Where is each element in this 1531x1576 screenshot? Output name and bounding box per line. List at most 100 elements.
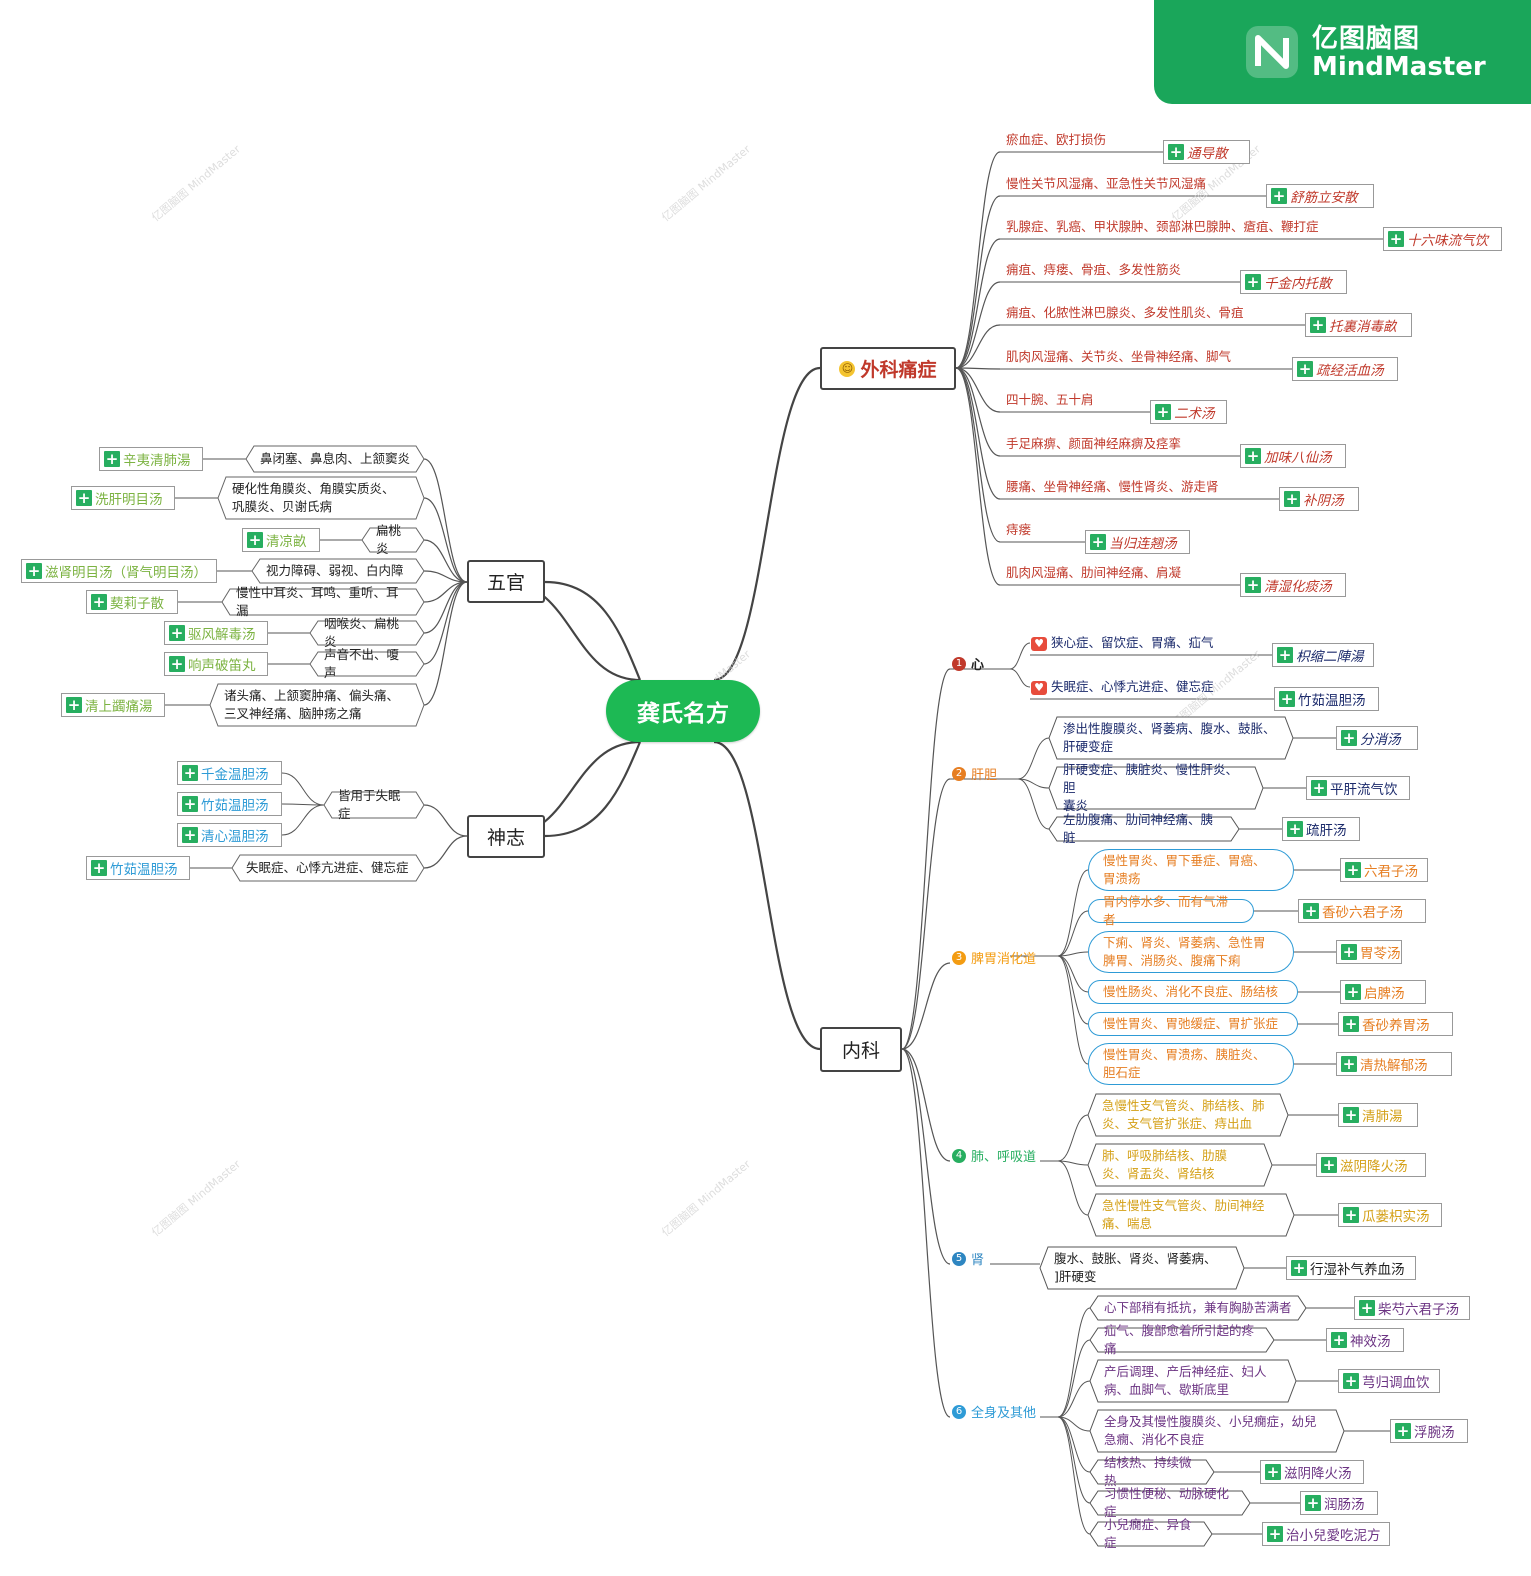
wuguan-condition[interactable]: 咽喉炎、扁桃炎	[309, 616, 425, 649]
prescription-waike[interactable]: +十六味流气饮	[1383, 227, 1502, 251]
expand-plus-icon[interactable]: +	[1279, 690, 1295, 708]
prescription-wuguan[interactable]: +清上蠲痛湯	[61, 693, 165, 717]
shenzhi-condition[interactable]: 失眠症、心悸亢进症、健忘症	[231, 854, 425, 882]
prescription-neike[interactable]: +香砂六君子汤	[1298, 899, 1426, 923]
expand-plus-icon[interactable]: +	[104, 450, 120, 468]
prescription-waike[interactable]: +舒筋立安散	[1266, 184, 1374, 208]
expand-plus-icon[interactable]: +	[1343, 1015, 1359, 1033]
prescription-neike[interactable]: +疏肝汤	[1282, 817, 1360, 841]
prescription-waike[interactable]: +疏经活血汤	[1292, 357, 1398, 381]
quanshen-condition[interactable]: 产后调理、产后神经症、妇人病、血脚气、歇斯底里	[1089, 1359, 1297, 1403]
expand-plus-icon[interactable]: +	[1310, 316, 1326, 334]
expand-plus-icon[interactable]: +	[1245, 576, 1261, 594]
prescription-neike[interactable]: +启脾汤	[1340, 980, 1426, 1004]
quanshen-condition[interactable]: 习惯性便秘、动脉硬化症	[1089, 1486, 1251, 1519]
prescription-shenzhi[interactable]: +清心温胆汤	[177, 823, 282, 847]
expand-plus-icon[interactable]: +	[1277, 646, 1293, 664]
expand-plus-icon[interactable]: +	[1155, 403, 1171, 421]
wuguan-condition[interactable]: 视力障碍、弱视、白内障	[251, 558, 425, 584]
prescription-neike[interactable]: +神效汤	[1326, 1328, 1404, 1352]
expand-plus-icon[interactable]: +	[169, 624, 185, 642]
expand-plus-icon[interactable]: +	[1331, 1331, 1347, 1349]
topic-waike[interactable]: ☺ 外科痛症	[820, 347, 956, 390]
quanshen-condition[interactable]: 心下部稍有抵抗，兼有胸胁苦满者	[1089, 1295, 1307, 1321]
piwei-condition[interactable]: 慢性胃炎、胃溃疡、胰脏炎、胆石症	[1088, 1043, 1294, 1085]
expand-plus-icon[interactable]: +	[1359, 1299, 1375, 1317]
expand-plus-icon[interactable]: +	[182, 826, 198, 844]
expand-plus-icon[interactable]: +	[1345, 983, 1361, 1001]
expand-plus-icon[interactable]: +	[1343, 1206, 1359, 1224]
expand-plus-icon[interactable]: +	[1287, 820, 1303, 838]
prescription-waike[interactable]: +补阴汤	[1279, 487, 1359, 511]
prescription-waike[interactable]: +通导散	[1163, 140, 1250, 164]
wuguan-condition[interactable]: 慢性中耳炎、耳鸣、重听、耳漏	[221, 585, 425, 618]
prescription-wuguan[interactable]: +响声破笛丸	[164, 652, 268, 676]
wuguan-condition[interactable]: 扁桃炎	[361, 523, 425, 556]
prescription-waike[interactable]: +当归连翘汤	[1085, 530, 1190, 554]
prescription-neike[interactable]: +滋阴降火汤	[1260, 1460, 1364, 1484]
expand-plus-icon[interactable]: +	[76, 489, 92, 507]
expand-plus-icon[interactable]: +	[1343, 1106, 1359, 1124]
expand-plus-icon[interactable]: +	[1395, 1422, 1411, 1440]
prescription-neike[interactable]: +瓜蒌枳实汤	[1338, 1203, 1442, 1227]
wuguan-condition[interactable]: 硬化性角膜炎、角膜实质炎、巩膜炎、贝谢氏病	[217, 476, 425, 520]
prescription-waike[interactable]: +清湿化痰汤	[1240, 573, 1346, 597]
expand-plus-icon[interactable]: +	[1297, 360, 1313, 378]
expand-plus-icon[interactable]: +	[1388, 230, 1404, 248]
expand-plus-icon[interactable]: +	[182, 795, 198, 813]
prescription-wuguan[interactable]: +驱风解毒汤	[164, 621, 268, 645]
expand-plus-icon[interactable]: +	[26, 562, 42, 580]
gandan-condition[interactable]: 肝硬变症、胰脏炎、慢性肝炎、胆囊炎	[1048, 762, 1264, 813]
expand-plus-icon[interactable]: +	[247, 531, 263, 549]
topic-shenzhi[interactable]: 神志	[467, 815, 545, 858]
prescription-wuguan[interactable]: +辛夷清肺湯	[99, 447, 203, 471]
prescription-neike[interactable]: +香砂养胃汤	[1338, 1012, 1453, 1036]
expand-plus-icon[interactable]: +	[91, 593, 107, 611]
prescription-shenzhi[interactable]: +千金温胆汤	[177, 761, 282, 785]
expand-plus-icon[interactable]: +	[1345, 861, 1361, 879]
expand-plus-icon[interactable]: +	[1168, 143, 1184, 161]
quanshen-condition[interactable]: 全身及其慢性腹膜炎、小兒癇症，幼兒急癇、消化不良症	[1089, 1409, 1345, 1453]
expand-plus-icon[interactable]: +	[1341, 943, 1357, 961]
shen-condition[interactable]: 腹水、鼓胀、肾炎、肾萎病、]肝硬变	[1039, 1246, 1245, 1290]
quanshen-condition[interactable]: 结核热、持续微热	[1089, 1455, 1215, 1488]
expand-plus-icon[interactable]: +	[1305, 1494, 1321, 1512]
expand-plus-icon[interactable]: +	[1090, 533, 1106, 551]
expand-plus-icon[interactable]: +	[182, 764, 198, 782]
shenzhi-condition[interactable]: 皆用于失眠症	[323, 788, 425, 821]
expand-plus-icon[interactable]: +	[1343, 1372, 1359, 1390]
wuguan-condition[interactable]: 诸头痛、上颔窦肿痛、偏头痛、三叉神经痛、脑肿疡之痛	[209, 683, 425, 727]
expand-plus-icon[interactable]: +	[1321, 1156, 1337, 1174]
expand-plus-icon[interactable]: +	[1267, 1525, 1283, 1543]
prescription-neike[interactable]: +六君子汤	[1340, 858, 1428, 882]
quanshen-condition[interactable]: 疝气、腹部愈着所引起的疼痛	[1089, 1323, 1275, 1356]
expand-plus-icon[interactable]: +	[169, 655, 185, 673]
prescription-wuguan[interactable]: +洗肝明目汤	[71, 486, 175, 510]
quanshen-condition[interactable]: 小兒癇症、异食症	[1089, 1517, 1213, 1550]
gandan-condition[interactable]: 左肋腹痛、肋间神经痛、胰脏	[1048, 812, 1240, 845]
expand-plus-icon[interactable]: +	[1284, 490, 1300, 508]
prescription-neike[interactable]: +滋阴降火汤	[1316, 1153, 1426, 1177]
piwei-condition[interactable]: 下痢、肾炎、肾萎病、急性胃脾胃、消肠炎、腹痛下痢	[1088, 931, 1294, 973]
prescription-waike[interactable]: +托裏消毒畝	[1305, 313, 1412, 337]
prescription-neike[interactable]: +治小兒愛吃泥方	[1262, 1522, 1390, 1546]
expand-plus-icon[interactable]: +	[1341, 1055, 1357, 1073]
prescription-neike[interactable]: +枳缩二陣湯	[1272, 643, 1374, 667]
root-topic[interactable]: 龚氏名方	[606, 680, 760, 742]
prescription-waike[interactable]: +二术汤	[1150, 400, 1227, 424]
prescription-neike[interactable]: +平肝流气饮	[1306, 776, 1410, 800]
expand-plus-icon[interactable]: +	[1265, 1463, 1281, 1481]
prescription-neike[interactable]: +柴芍六君子汤	[1354, 1296, 1470, 1320]
prescription-neike[interactable]: +清肺湯	[1338, 1103, 1418, 1127]
prescription-neike[interactable]: +浮腕汤	[1390, 1419, 1468, 1443]
prescription-shenzhi[interactable]: +竹茹温胆汤	[86, 856, 190, 880]
piwei-condition[interactable]: 慢性肠炎、消化不良症、肠结核	[1088, 980, 1298, 1004]
expand-plus-icon[interactable]: +	[1291, 1259, 1307, 1277]
piwei-condition[interactable]: 慢性胃炎、胃弛缓症、胃扩张症	[1088, 1012, 1298, 1036]
